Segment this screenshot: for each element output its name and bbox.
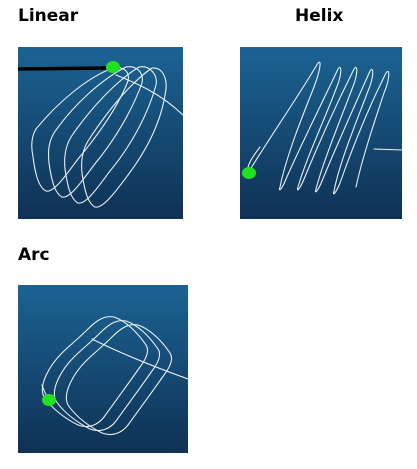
panel-title-linear: Linear: [18, 6, 79, 26]
viewport-arc[interactable]: [18, 285, 188, 453]
tool-shaft: [18, 66, 109, 71]
tool-tip-marker-icon: [42, 394, 56, 406]
toolpath-linear: [18, 61, 183, 208]
tool-tip-marker-icon: [242, 167, 256, 179]
viewport-linear[interactable]: [18, 47, 183, 219]
toolpath-arc: [41, 316, 188, 436]
panel-title-arc: Arc: [18, 245, 50, 265]
tool-tip-marker-icon: [106, 61, 120, 73]
panel-title-helix: Helix: [295, 6, 344, 26]
viewport-helix[interactable]: [240, 47, 402, 219]
toolpath-helix: [242, 61, 402, 195]
